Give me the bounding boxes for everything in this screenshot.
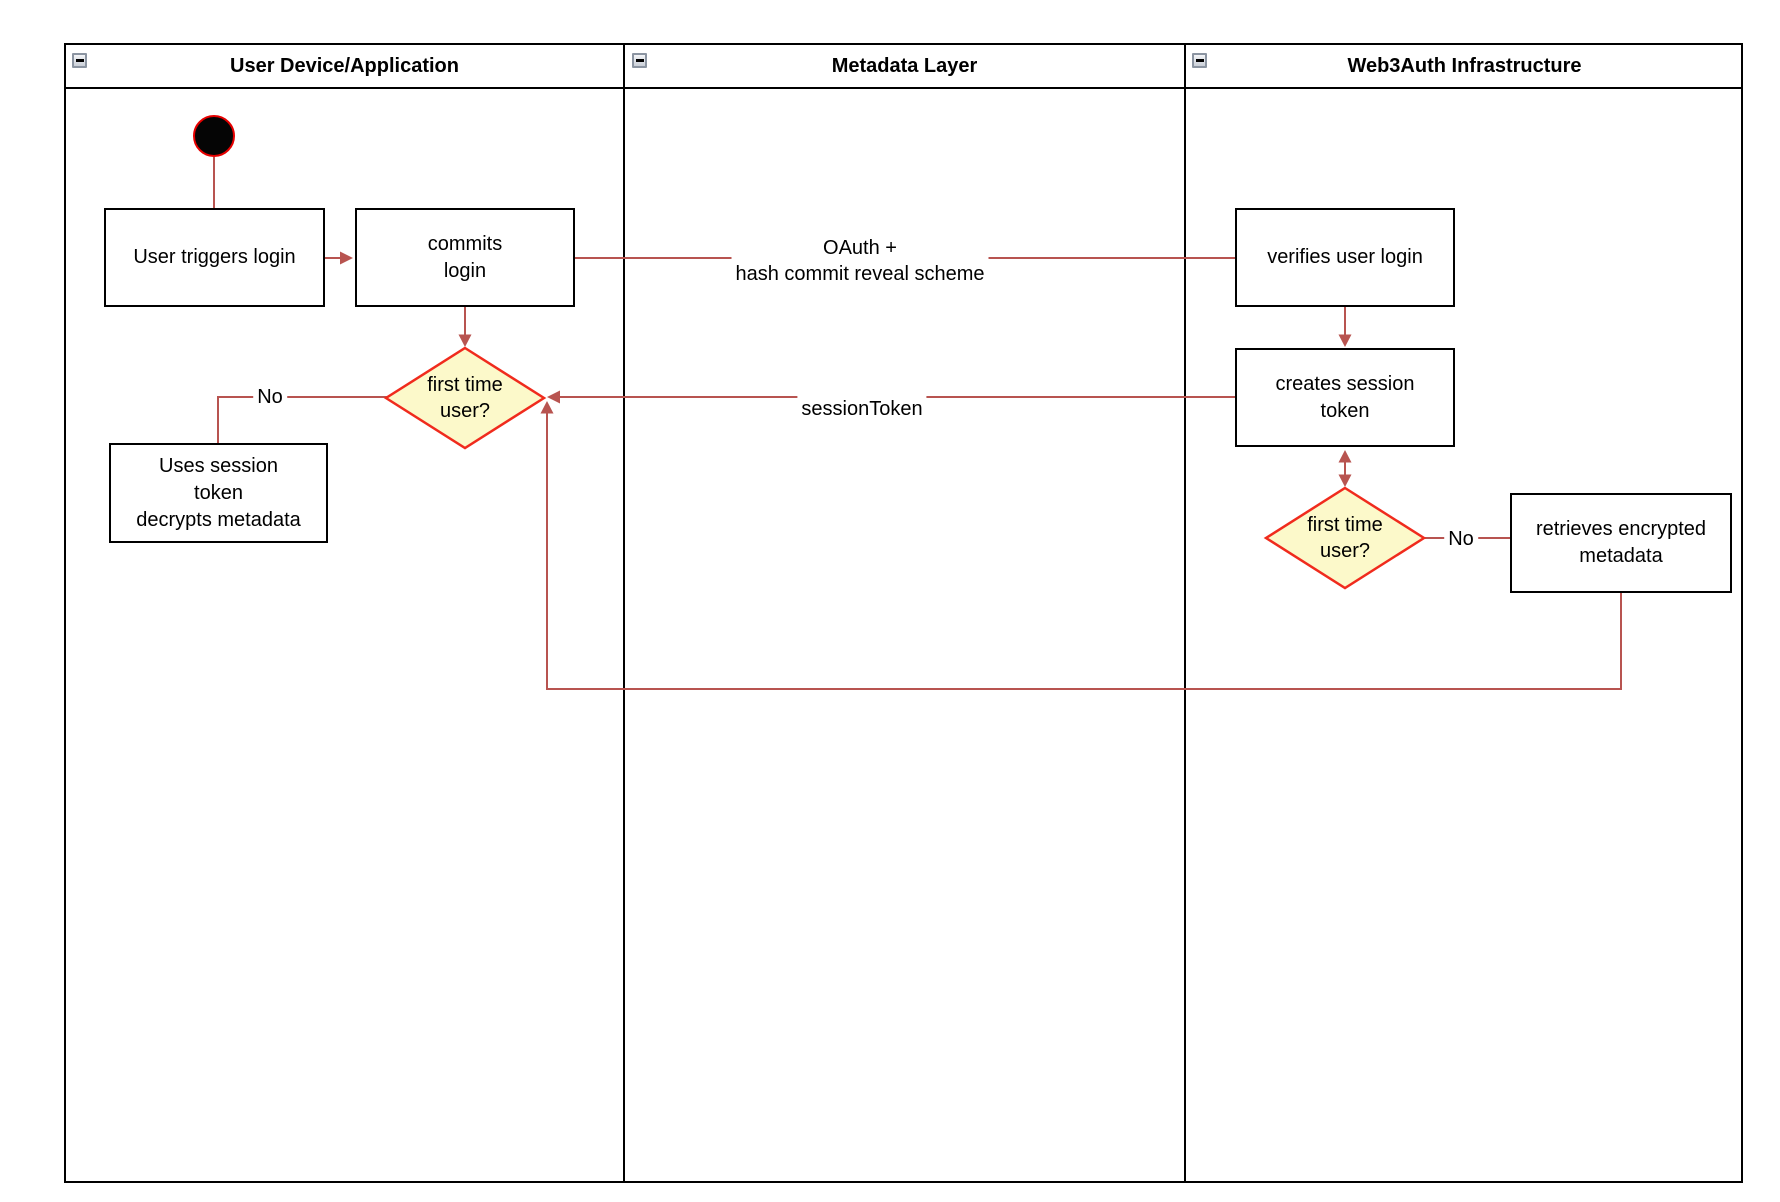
activity-box-user-triggers-login[interactable]: User triggers login	[104, 208, 325, 307]
edge-verifies-to-creates[interactable]	[1338, 307, 1352, 347]
arrowhead-down	[1338, 474, 1352, 487]
arrowhead-up	[540, 401, 554, 414]
lane-title: User Device/Application	[230, 54, 459, 77]
edge-label-no-app[interactable]: No	[253, 382, 287, 412]
node-label: Uses session token decrypts metadata	[136, 454, 301, 531]
collapse-lane-button[interactable]	[72, 53, 87, 68]
activity-box-verifies-user-login[interactable]: verifies user login	[1235, 208, 1455, 307]
edge-label-session-token[interactable]: sessionToken	[797, 394, 927, 424]
node-label: commits login	[427, 232, 503, 282]
minus-icon	[1195, 59, 1204, 62]
lane-title: Web3Auth Infrastructure	[1347, 54, 1582, 77]
arrowhead-down	[1338, 334, 1352, 347]
collapse-lane-button[interactable]	[632, 53, 647, 68]
minus-icon	[75, 59, 84, 62]
node-label: User triggers login	[133, 246, 296, 268]
arrowhead-left	[547, 390, 560, 404]
initial-state-node[interactable]	[193, 115, 235, 157]
activity-box-commits-login[interactable]: commits login	[355, 208, 575, 307]
arrowhead-down	[458, 334, 472, 347]
activity-box-retrieves-encrypted-metadata[interactable]: retrieves encrypted metadata	[1510, 493, 1732, 593]
lane-divider-2	[1184, 43, 1186, 1183]
edge-label-oauth[interactable]: OAuth + hash commit reveal scheme	[731, 233, 989, 289]
decision-diamond-first-time-user-infra[interactable]	[1263, 486, 1427, 590]
activity-box-creates-session-token[interactable]: creates session token	[1235, 348, 1455, 447]
lane-header-web3auth-infrastructure: Web3Auth Infrastructure	[1186, 45, 1743, 87]
edge-creates-to-decision-bidirectional[interactable]	[1338, 450, 1352, 487]
node-label: verifies user login	[1267, 246, 1423, 268]
edge-commits-to-decision[interactable]	[458, 307, 472, 347]
edge-no-to-uses-session[interactable]	[217, 396, 388, 444]
edge-retrieves-to-decision-feedback[interactable]	[540, 401, 1622, 690]
minus-icon	[635, 59, 644, 62]
activity-box-uses-session-token[interactable]: Uses session token decrypts metadata	[109, 443, 328, 543]
node-label: retrieves encrypted metadata	[1535, 518, 1707, 567]
arrowhead-up	[1338, 450, 1352, 463]
decision-label-first-time-user-app: first time user?	[427, 374, 503, 422]
collapse-lane-button[interactable]	[1192, 53, 1207, 68]
lane-title: Metadata Layer	[831, 54, 978, 77]
arrowhead-right	[340, 251, 353, 265]
lane-header-metadata-layer: Metadata Layer	[625, 45, 1184, 87]
edge-user-triggers-to-commits[interactable]	[325, 251, 353, 265]
decision-diamond-first-time-user-app[interactable]	[383, 346, 547, 450]
lane-divider-1	[623, 43, 625, 1183]
lane-header-divider	[64, 87, 1743, 89]
lane-header-user-device: User Device/Application	[66, 45, 623, 87]
decision-label-first-time-user-infra: first time user?	[1307, 514, 1383, 562]
edge-label-no-infra[interactable]: No	[1444, 524, 1478, 554]
node-label: creates session token	[1275, 372, 1415, 422]
